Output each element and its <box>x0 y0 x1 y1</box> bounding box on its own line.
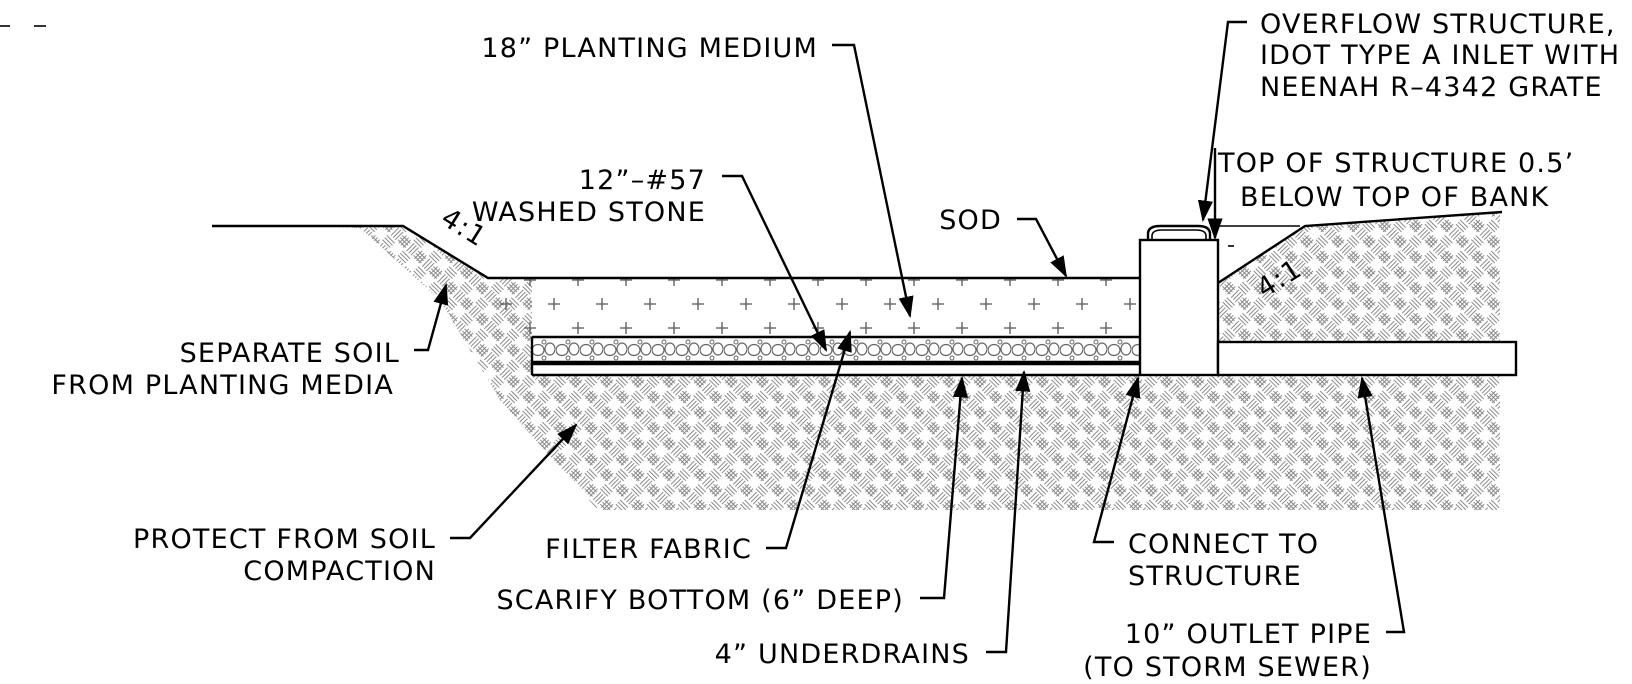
underdrain-pipe <box>532 362 1140 377</box>
label-separate-soil-1: SEPARATE SOIL <box>180 338 400 369</box>
label-protect-2: COMPACTION <box>243 556 436 587</box>
leader-overflow <box>1197 20 1247 223</box>
leader-filter-fabric <box>766 329 852 550</box>
grate <box>1146 224 1212 240</box>
soil-left-hatch <box>308 226 1140 510</box>
washed-stone-layer <box>532 338 1140 362</box>
label-separate-soil-2: FROM PLANTING MEDIA <box>51 370 394 401</box>
label-connect-1: CONNECT TO <box>1128 529 1319 560</box>
label-washed-stone-2: WASHED STONE <box>472 197 706 228</box>
label-outlet-1: 10” OUTLET PIPE <box>1125 619 1372 650</box>
label-overflow-1: OVERFLOW STRUCTURE, <box>1260 9 1616 40</box>
outlet-pipe <box>1216 340 1518 377</box>
leader-protect-soil <box>450 423 578 540</box>
grate-inner <box>1151 229 1207 240</box>
label-washed-stone-1: 12”–#57 <box>579 165 706 196</box>
label-scarify: SCARIFY BOTTOM (6” DEEP) <box>496 585 904 616</box>
label-connect-2: STRUCTURE <box>1128 561 1302 592</box>
label-protect-1: PROTECT FROM SOIL <box>133 524 436 555</box>
label-outlet-2: (TO STORM SEWER) <box>1083 652 1372 683</box>
label-overflow-2: IDOT TYPE A INLET WITH <box>1260 40 1620 71</box>
label-overflow-3: NEENAH R–4342 GRATE <box>1260 72 1603 103</box>
label-filter-fabric: FILTER FABRIC <box>545 534 752 565</box>
label-underdrains: 4” UNDERDRAINS <box>715 639 970 670</box>
leader-underdrains <box>986 369 1031 654</box>
label-planting-medium: 18” PLANTING MEDIUM <box>481 33 818 64</box>
stone-layer-outline <box>530 335 1140 375</box>
leader-scarify <box>920 375 968 600</box>
overflow-structure <box>1138 238 1220 377</box>
leader-connect-structure <box>1092 375 1141 544</box>
leader-washed-stone <box>722 174 828 352</box>
ground-line <box>212 224 1140 280</box>
leader-planting-medium <box>832 43 914 319</box>
label-top-structure-1: TOP OF STRUCTURE 0.5’ <box>1217 148 1574 179</box>
leader-separate-soil <box>414 282 449 352</box>
ground-line-right <box>1217 210 1503 285</box>
leader-sod <box>1017 217 1068 278</box>
label-sod: SOD <box>939 205 1002 236</box>
label-top-structure-2: BELOW TOP OF BANK <box>1240 182 1550 213</box>
leader-outlet-pipe <box>1357 375 1406 634</box>
